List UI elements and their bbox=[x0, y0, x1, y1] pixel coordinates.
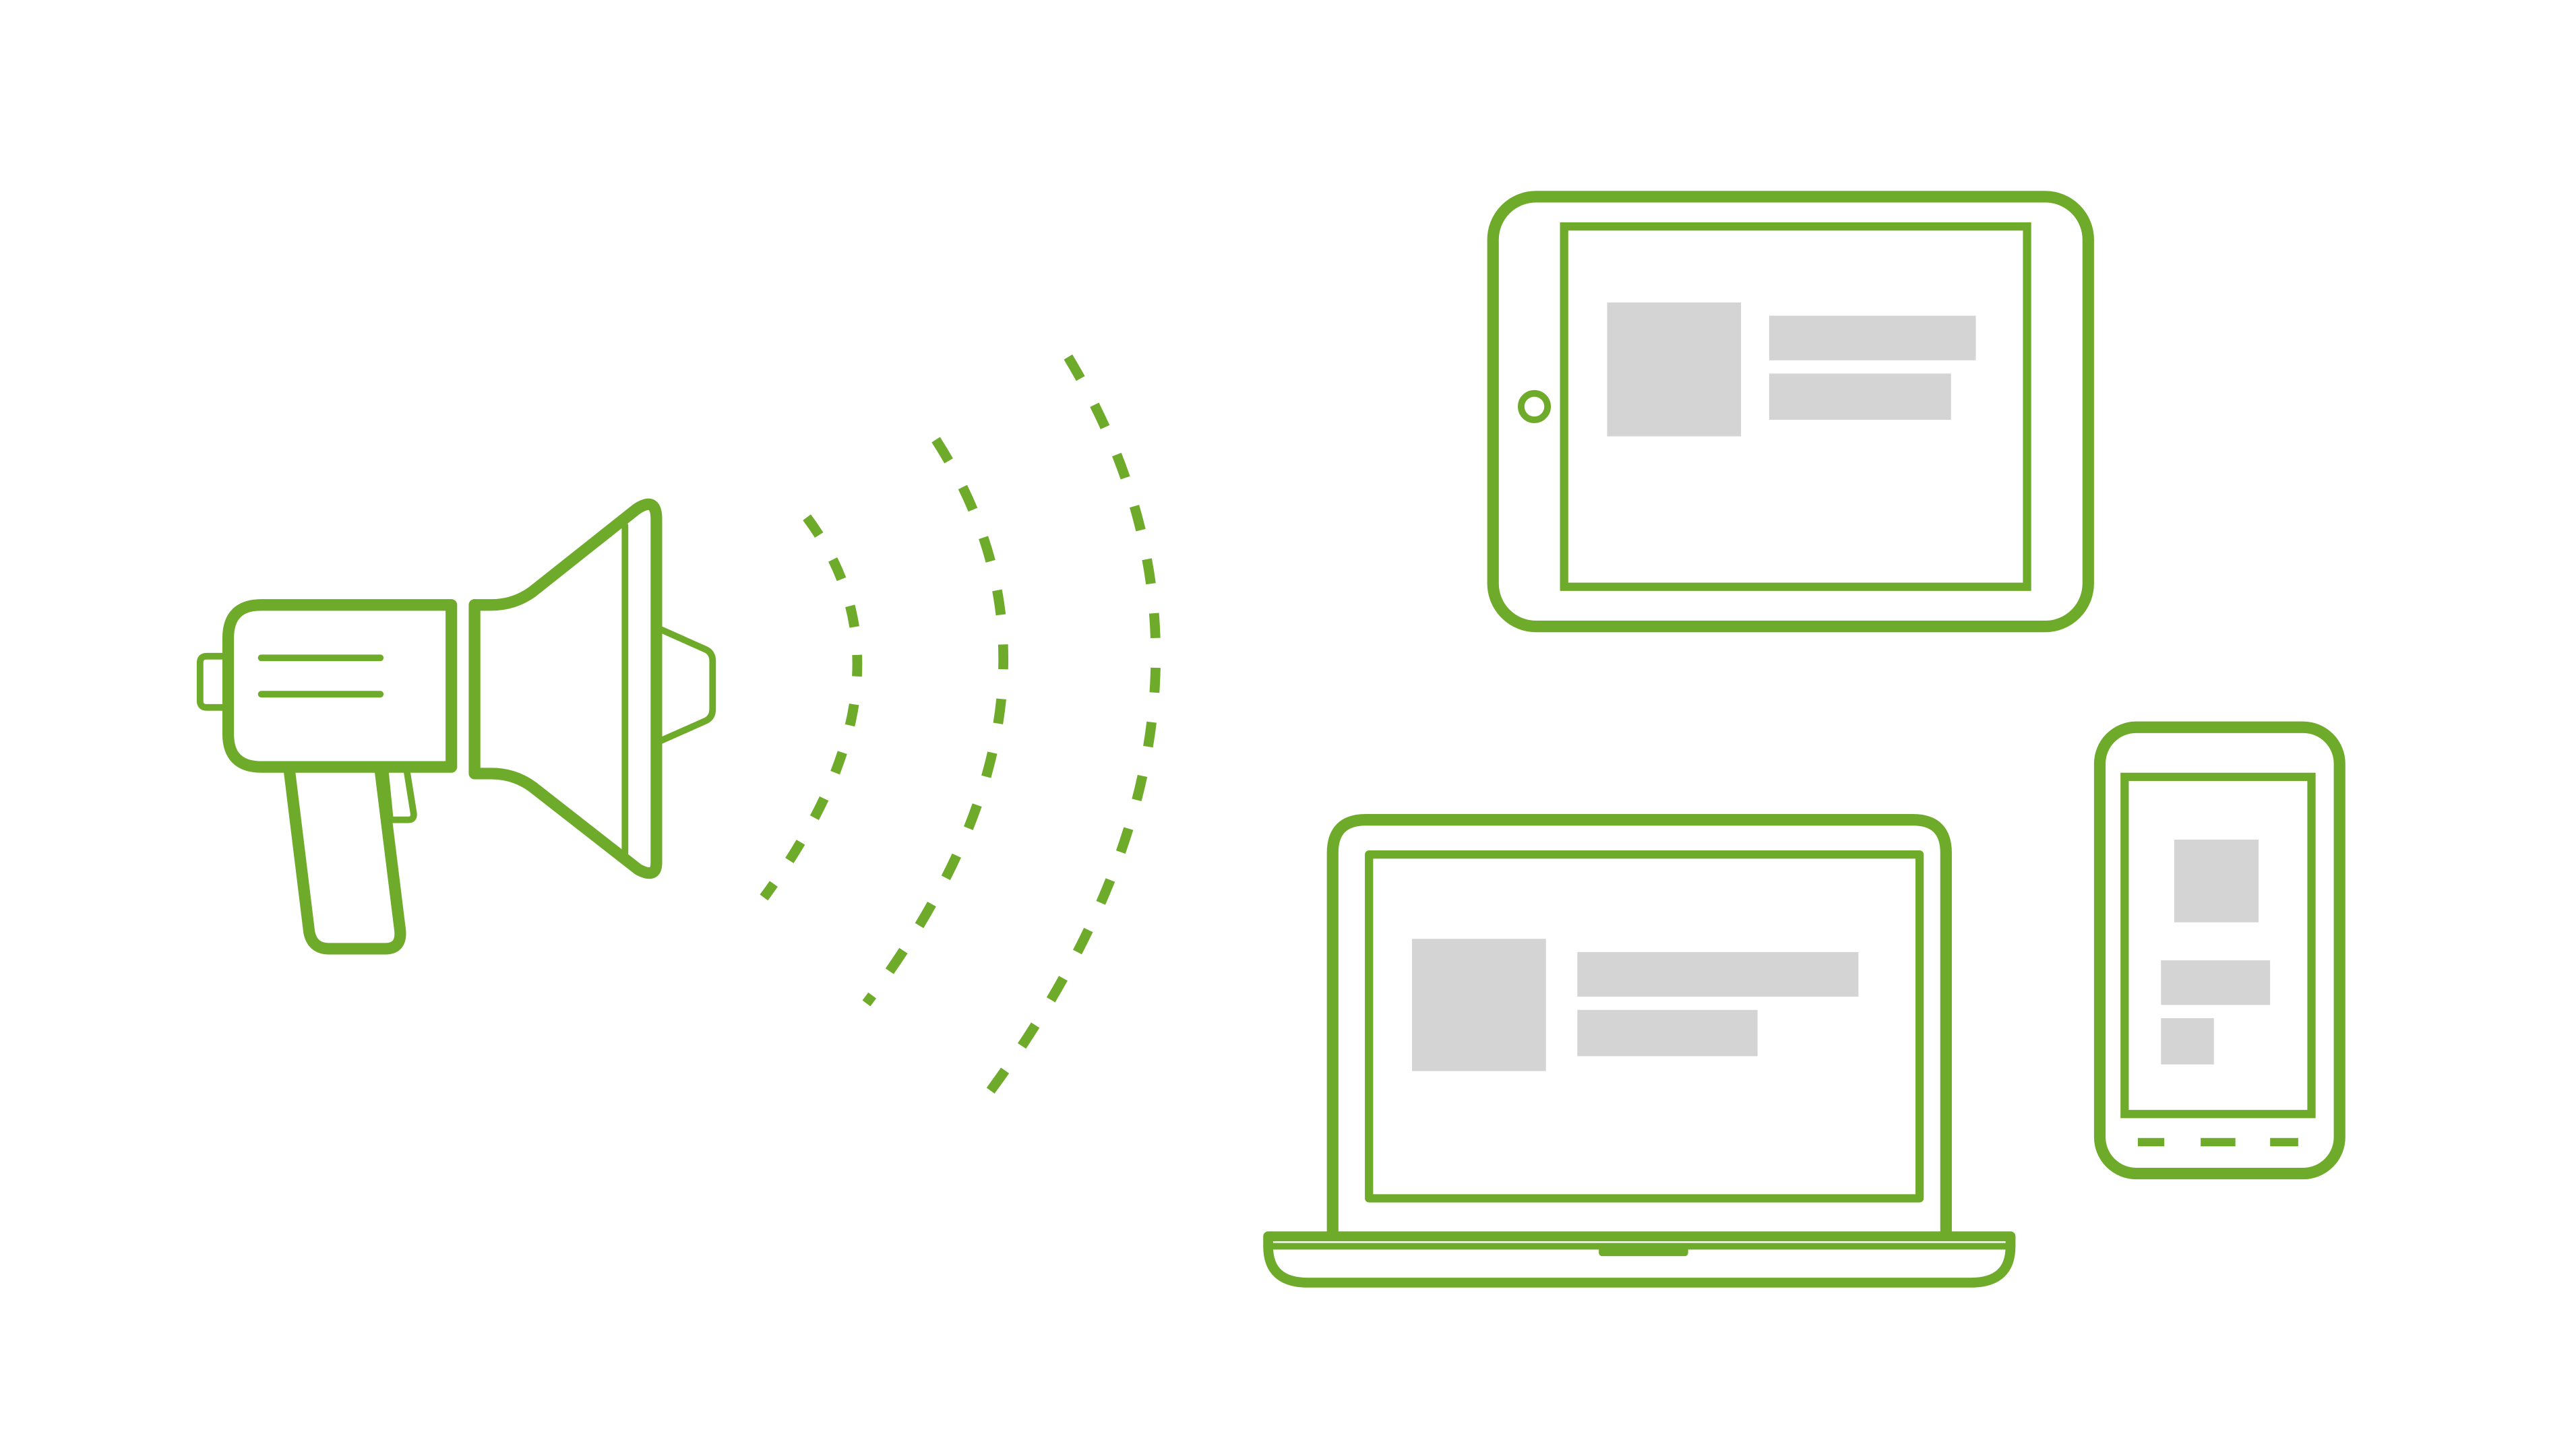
sound-wave-outer bbox=[971, 354, 1161, 1114]
phone-frame bbox=[2093, 721, 2345, 1180]
megaphone-icon bbox=[196, 498, 716, 955]
smartphone-icon bbox=[2093, 721, 2345, 1180]
tablet-placeholder-image bbox=[1607, 302, 1742, 437]
sound-wave-middle bbox=[862, 437, 1008, 1007]
laptop-icon bbox=[1263, 814, 2016, 1288]
laptop-placeholder-line bbox=[1577, 951, 1859, 997]
laptop-placeholder-line bbox=[1577, 1009, 1758, 1057]
tablet-icon bbox=[1487, 191, 2094, 633]
phone-placeholder-line bbox=[2161, 960, 2271, 1005]
megaphone-back-knob bbox=[196, 652, 232, 711]
tablet-frame bbox=[1487, 191, 2094, 633]
laptop-lid bbox=[1326, 814, 1952, 1233]
phone-placeholder-line bbox=[2161, 1018, 2214, 1065]
laptop-trackpad-notch[interactable] bbox=[1599, 1243, 1688, 1257]
tablet-home-button bbox=[1517, 389, 1552, 423]
laptop-base bbox=[1263, 1231, 2016, 1288]
tablet-screen bbox=[1560, 222, 2031, 591]
sound-waves-icon bbox=[760, 354, 1161, 1114]
laptop-placeholder-image bbox=[1411, 939, 1546, 1071]
tablet-placeholder-line bbox=[1769, 315, 1976, 361]
megaphone-body bbox=[222, 599, 458, 773]
sound-wave-inner bbox=[760, 514, 863, 901]
megaphone-mouth bbox=[658, 626, 716, 744]
megaphone-horn bbox=[468, 498, 663, 879]
megaphone-trigger bbox=[381, 767, 417, 823]
phone-placeholder-image bbox=[2174, 840, 2259, 923]
tablet-placeholder-line bbox=[1769, 373, 1951, 420]
megaphone-handle bbox=[283, 764, 406, 955]
phone-screen bbox=[2120, 772, 2316, 1119]
laptop-screen bbox=[1365, 850, 1924, 1203]
